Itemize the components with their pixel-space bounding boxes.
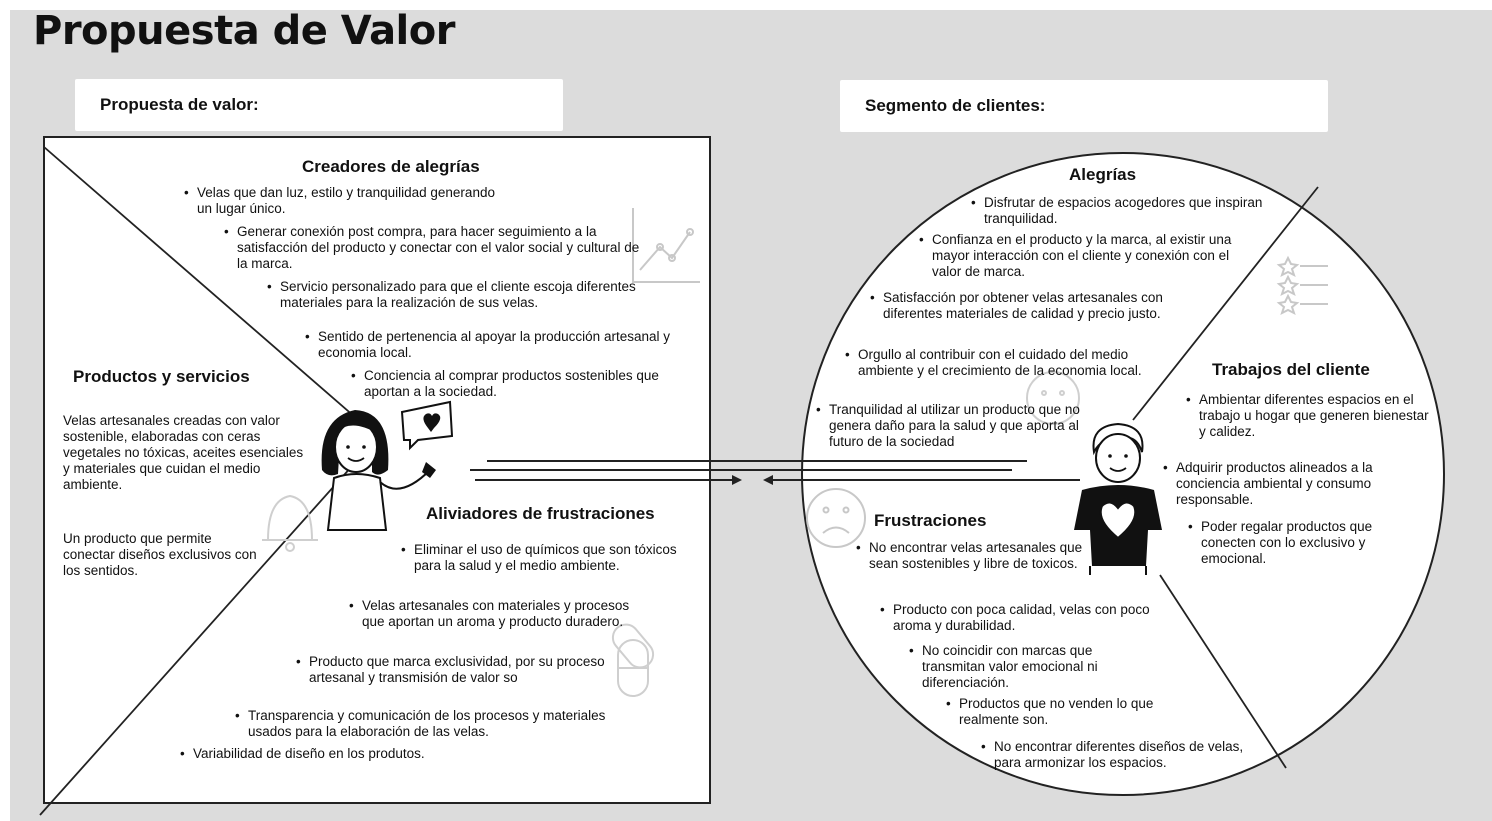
square-divider-top	[43, 146, 379, 438]
relievers-item: Velas artesanales con materiales y proce…	[349, 598, 630, 630]
pains-item: Producto con poca calidad, velas con poc…	[880, 602, 1153, 634]
jobs-title: Trabajos del cliente	[1212, 360, 1370, 379]
products-paragraph: Un producto que permite conectar diseños…	[63, 531, 257, 578]
circle-divider-top	[1132, 186, 1319, 421]
gains-item: Satisfacción por obtener velas artesanal…	[870, 290, 1208, 322]
jobs-item: Poder regalar productos que conecten con…	[1188, 519, 1426, 567]
products-paragraph: Velas artesanales creadas con valor sost…	[63, 413, 304, 492]
page-title: Propuesta de Valor	[33, 8, 455, 54]
relievers-item: Transparencia y comunicación de los proc…	[235, 708, 630, 740]
creators-item: Conciencia al comprar productos sostenib…	[351, 368, 664, 400]
pains-title: Frustraciones	[874, 511, 987, 530]
gains-title: Alegrías	[1069, 165, 1137, 184]
connector-arrows	[470, 460, 1080, 485]
pains-item: Productos que no venden lo que realmente…	[946, 696, 1174, 728]
customer-segment-label-box: Segmento de clientes:	[840, 80, 1328, 132]
relievers-item: Producto que marca exclusividad, por su …	[296, 654, 621, 686]
gains-item: Disfrutar de espacios acogedores que ins…	[971, 195, 1274, 227]
gains-item: Confianza en el producto y la marca, al …	[919, 232, 1237, 280]
pains-item: No encontrar diferentes diseños de velas…	[981, 739, 1249, 771]
relievers-item: Eliminar el uso de químicos que son tóxi…	[401, 542, 686, 574]
jobs-item: Adquirir productos alineados a la concie…	[1163, 460, 1431, 508]
square-divider-bottom	[39, 436, 379, 816]
star-list-icon	[1276, 255, 1328, 315]
value-proposition-label: Propuesta de valor:	[100, 95, 259, 114]
gains-item: Orgullo al contribuir con el cuidado del…	[845, 347, 1153, 379]
creators-item: Sentido de pertenencia al apoyar la prod…	[305, 329, 678, 361]
woman-illustration	[321, 400, 454, 531]
relievers-item: Variabilidad de diseño en los produtos.	[180, 746, 523, 762]
pains-item: No encontrar velas artesanales que sean …	[856, 540, 1104, 572]
pains-item: No coincidir con marcas que transmitan v…	[909, 643, 1152, 691]
creators-item: Servicio personalizado para que el clien…	[267, 279, 645, 311]
gains-item: Tranquilidad al utilizar un producto que…	[816, 402, 1099, 450]
customer-segment-label: Segmento de clientes:	[865, 96, 1046, 115]
products-title: Productos y servicios	[73, 367, 250, 386]
value-proposition-label-box: Propuesta de valor:	[75, 79, 563, 131]
jobs-item: Ambientar diferentes espacios en el trab…	[1186, 392, 1439, 440]
creators-item: Generar conexión post compra, para hacer…	[224, 224, 642, 272]
relievers-title: Aliviadores de frustraciones	[426, 504, 655, 523]
creators-item: Velas que dan luz, estilo y tranquilidad…	[184, 185, 507, 217]
bell-icon	[262, 494, 318, 552]
circle-divider-bottom	[1159, 574, 1287, 769]
creators-title: Creadores de alegrías	[302, 157, 480, 176]
sad-face-icon	[806, 488, 866, 548]
